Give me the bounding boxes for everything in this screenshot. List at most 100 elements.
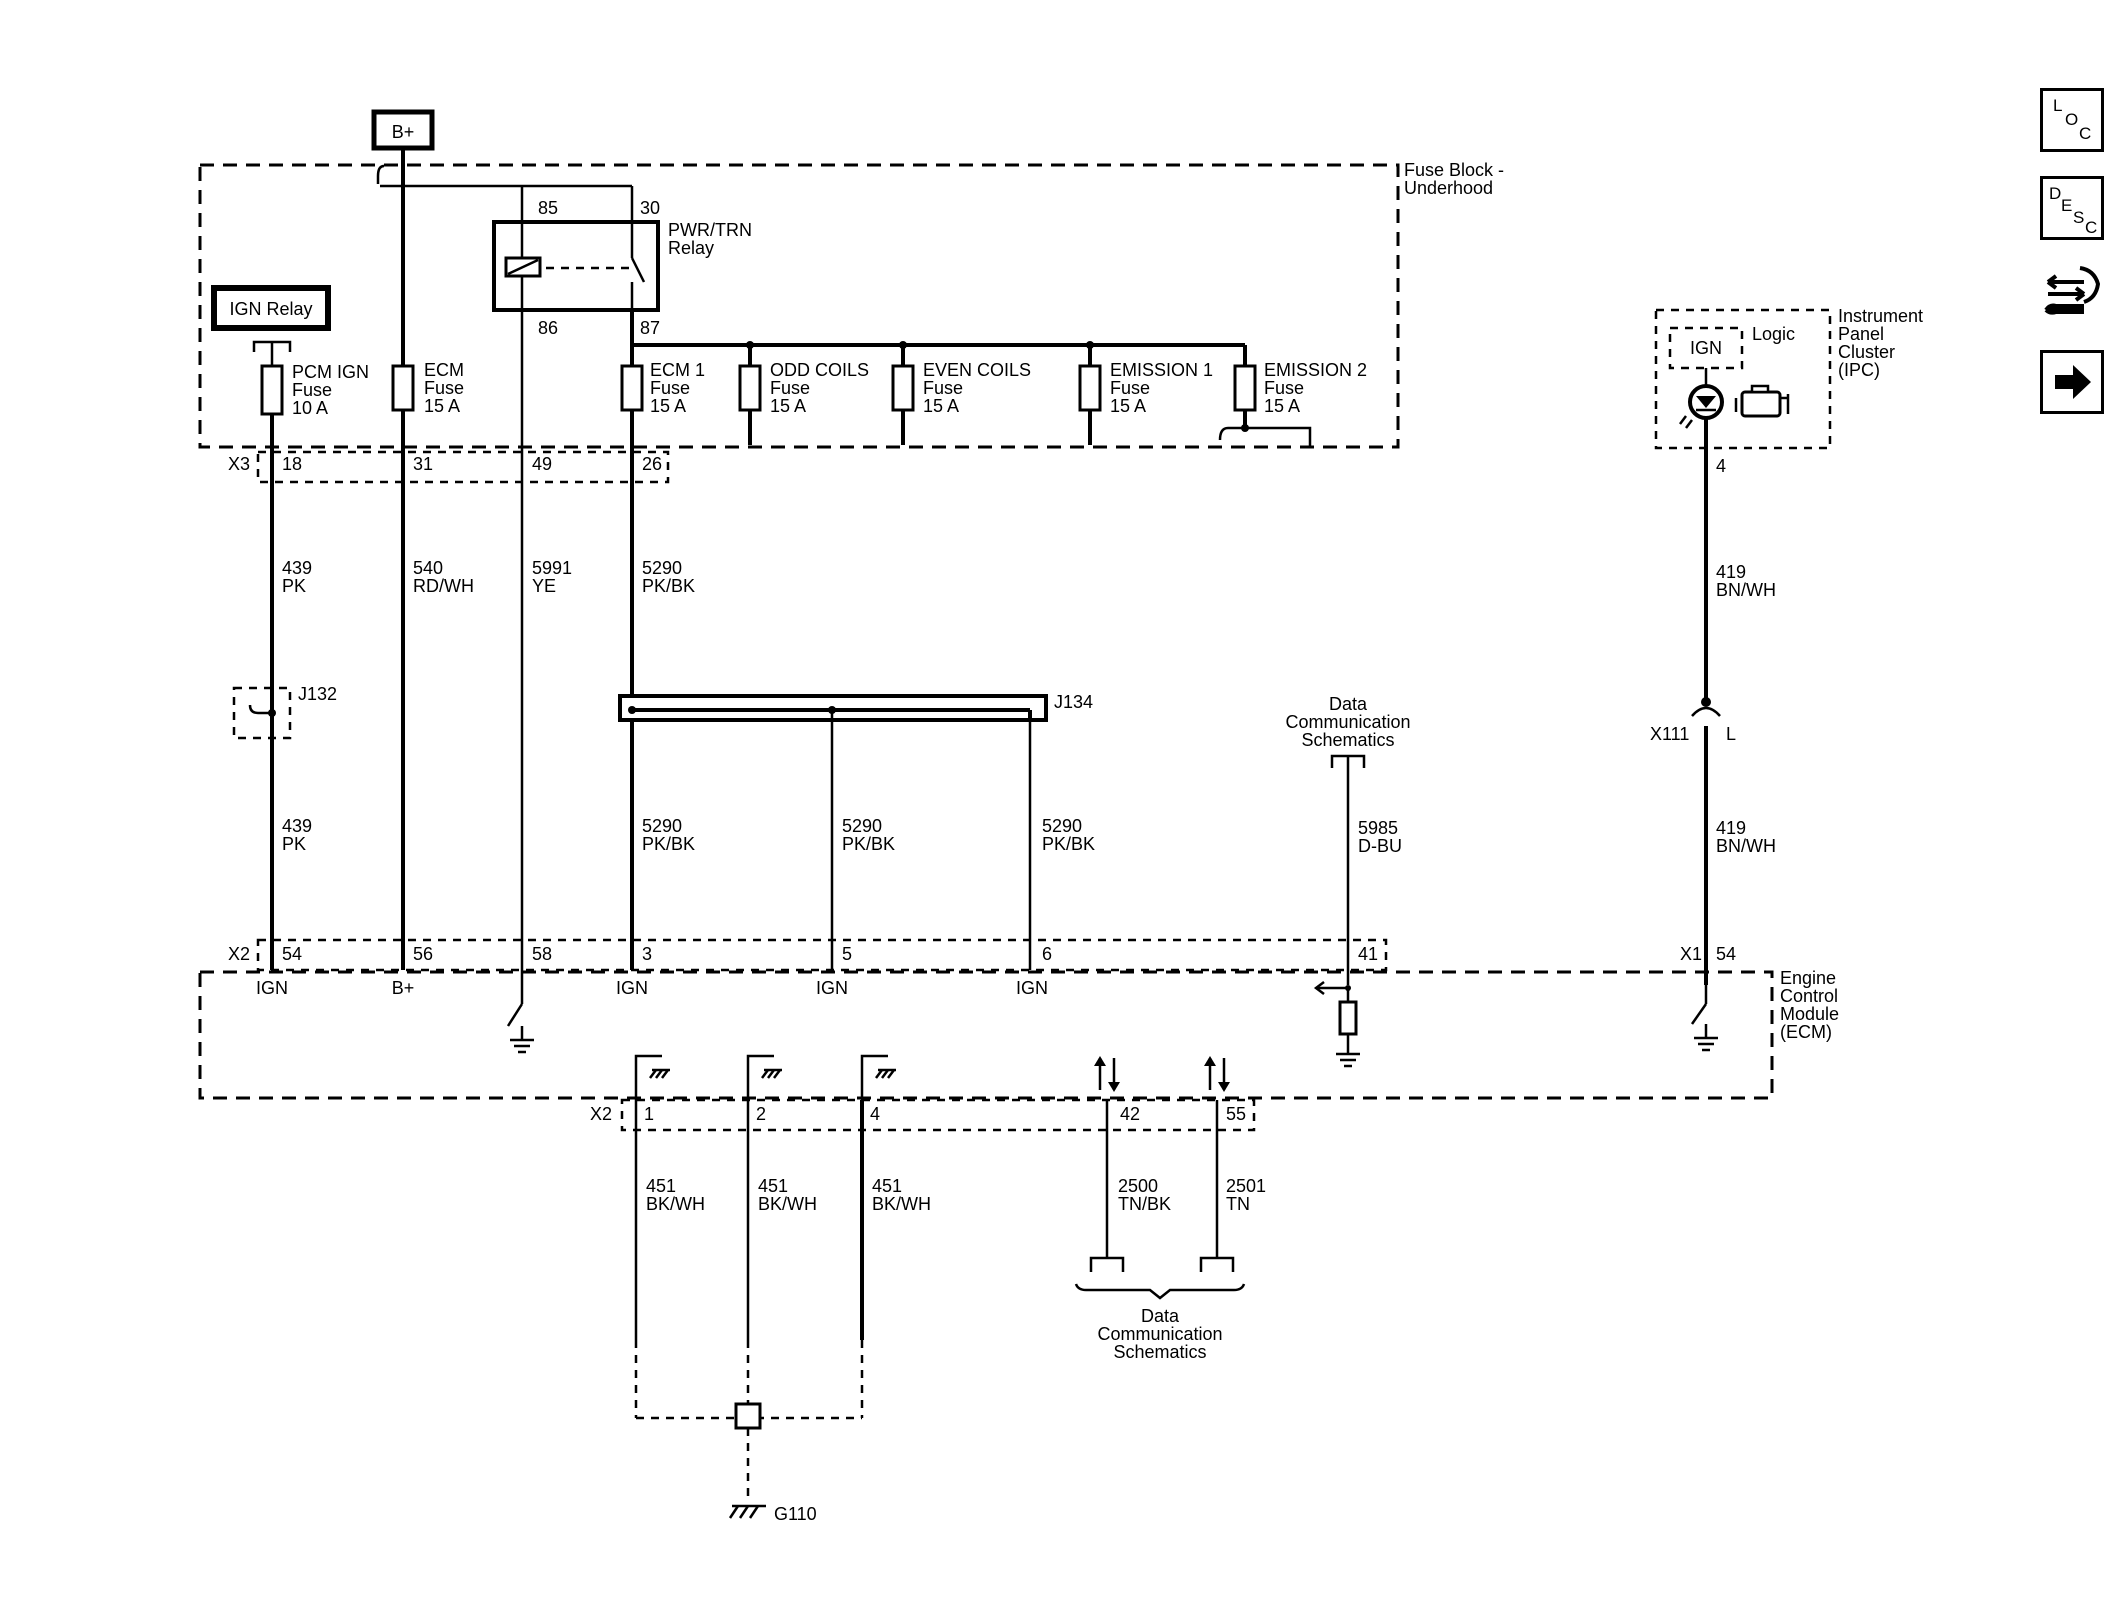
x2-pin-2: 2 bbox=[756, 1104, 766, 1124]
ipc-ign-label: IGN bbox=[1690, 338, 1722, 358]
wire-5290-a-color: PK/BK bbox=[642, 834, 695, 854]
svg-text:Fuse: Fuse bbox=[650, 378, 690, 398]
wire-5290-b-num: 5290 bbox=[842, 816, 882, 836]
svg-text:15 A: 15 A bbox=[770, 396, 806, 416]
svg-text:EMISSION 1: EMISSION 1 bbox=[1110, 360, 1213, 380]
wire-419-upper-color: BN/WH bbox=[1716, 580, 1776, 600]
x2-pin-42: 42 bbox=[1120, 1104, 1140, 1124]
j134-label: J134 bbox=[1054, 692, 1093, 712]
wire-451-c-num: 451 bbox=[872, 1176, 902, 1196]
fuse-odd-coils: ODD COILS Fuse 15 A bbox=[738, 360, 869, 416]
x2-top-connector bbox=[256, 938, 1388, 972]
wire-419-upper-num: 419 bbox=[1716, 562, 1746, 582]
pwr-relay-label: PWR/TRN bbox=[668, 220, 752, 240]
ipc-ign-box bbox=[1668, 326, 1744, 370]
svg-text:EMISSION 2: EMISSION 2 bbox=[1264, 360, 1367, 380]
ipc-label-3: Cluster bbox=[1838, 342, 1895, 362]
right-arrow-icon bbox=[2055, 365, 2091, 399]
svg-text:15 A: 15 A bbox=[1110, 396, 1146, 416]
x2-pin-5: 5 bbox=[842, 944, 852, 964]
description-button[interactable]: D E S C bbox=[2040, 176, 2104, 240]
x3-pin-18: 18 bbox=[282, 454, 302, 474]
x3-pin-49: 49 bbox=[532, 454, 552, 474]
pwr-relay-label-2: Relay bbox=[668, 238, 714, 258]
x2-pin-41: 41 bbox=[1358, 944, 1378, 964]
svg-text:IGN Relay: IGN Relay bbox=[229, 299, 312, 319]
x2-pin-54: 54 bbox=[282, 944, 302, 964]
fuse-ecm: ECM Fuse 15 A bbox=[391, 360, 464, 416]
svg-text:15 A: 15 A bbox=[923, 396, 959, 416]
ipc-label-4: (IPC) bbox=[1838, 360, 1880, 380]
data-comm-top-label-3: Schematics bbox=[1301, 730, 1394, 750]
wire-5991-color: YE bbox=[532, 576, 556, 596]
svg-text:15 A: 15 A bbox=[1264, 396, 1300, 416]
ecm-frame bbox=[198, 970, 1774, 1100]
fuse-emission-2: EMISSION 2 Fuse 15 A bbox=[1233, 360, 1367, 416]
x2-pin-6: 6 bbox=[1042, 944, 1052, 964]
ecm-label-4: (ECM) bbox=[1780, 1022, 1832, 1042]
description-icon-e: E bbox=[2061, 196, 2073, 215]
location-icon-o: O bbox=[2065, 110, 2079, 129]
wire-451-a-color: BK/WH bbox=[646, 1194, 705, 1214]
ecm-pin-ign-4: IGN bbox=[1016, 978, 1048, 998]
ipc-frame bbox=[1654, 308, 1832, 450]
fuse-block-label-2: Underhood bbox=[1404, 178, 1493, 198]
wire-451-b-num: 451 bbox=[758, 1176, 788, 1196]
data-comm-top-label: Data bbox=[1329, 694, 1368, 714]
wire-5290-num: 5290 bbox=[642, 558, 682, 578]
next-button[interactable] bbox=[2040, 350, 2104, 414]
relay-pin-85: 85 bbox=[538, 198, 558, 218]
svg-text:B+: B+ bbox=[392, 122, 415, 142]
svg-text:Fuse: Fuse bbox=[292, 380, 332, 400]
ecm-ground-switch-2 bbox=[1690, 985, 1718, 1052]
wire-439-lower-color: PK bbox=[282, 834, 306, 854]
bidirectional-data-icon bbox=[1094, 1056, 1230, 1092]
wire-5290-b-color: PK/BK bbox=[842, 834, 895, 854]
data-comm-bottom-label: Data bbox=[1141, 1306, 1180, 1326]
ipc-logic-label: Logic bbox=[1752, 324, 1795, 344]
data-comm-top-label-2: Communication bbox=[1285, 712, 1410, 732]
wire-2501-color: TN bbox=[1226, 1194, 1250, 1214]
x2-pin-3: 3 bbox=[642, 944, 652, 964]
j132-label: J132 bbox=[298, 684, 337, 704]
wire-5991-num: 5991 bbox=[532, 558, 572, 578]
x2-bottom-label: X2 bbox=[590, 1104, 612, 1124]
check-engine-icon bbox=[1734, 384, 1790, 418]
svg-text:15 A: 15 A bbox=[650, 396, 686, 416]
fuse-even-coils: EVEN COILS Fuse 15 A bbox=[891, 360, 1031, 416]
ecm-label: Engine bbox=[1780, 968, 1836, 988]
g110-label: G110 bbox=[774, 1504, 817, 1524]
wire-5290-c-color: PK/BK bbox=[1042, 834, 1095, 854]
ecm-label-3: Module bbox=[1780, 1004, 1839, 1024]
description-icon-c: C bbox=[2085, 218, 2098, 237]
relay-pin-86: 86 bbox=[538, 318, 558, 338]
wire-5290-c-num: 5290 bbox=[1042, 816, 1082, 836]
svg-text:Fuse: Fuse bbox=[770, 378, 810, 398]
svg-text:ECM 1: ECM 1 bbox=[650, 360, 705, 380]
ecm-pin-ign-3: IGN bbox=[816, 978, 848, 998]
x2-pin-1: 1 bbox=[644, 1104, 654, 1124]
svg-text:ODD COILS: ODD COILS bbox=[770, 360, 869, 380]
x2-pin-56: 56 bbox=[413, 944, 433, 964]
mil-lamp-icon bbox=[1679, 384, 1724, 429]
relay-pin-87: 87 bbox=[640, 318, 660, 338]
wire-419-lower-color: BN/WH bbox=[1716, 836, 1776, 856]
battery-positive-box: B+ bbox=[371, 109, 435, 151]
location-button[interactable]: L O C bbox=[2040, 88, 2104, 152]
wire-540-color: RD/WH bbox=[413, 576, 474, 596]
fuse-pcm-ign: PCM IGN Fuse 10 A bbox=[260, 362, 369, 418]
x2-bottom-connector bbox=[620, 1098, 1256, 1132]
x2-pin-4: 4 bbox=[870, 1104, 880, 1124]
x2-pin-58: 58 bbox=[532, 944, 552, 964]
data-comm-bottom-label-2: Communication bbox=[1097, 1324, 1222, 1344]
fuse-ecm-1: ECM 1 Fuse 15 A bbox=[620, 360, 705, 416]
wire-439-lower-num: 439 bbox=[282, 816, 312, 836]
service-button[interactable] bbox=[2040, 260, 2104, 324]
wire-439-num: 439 bbox=[282, 558, 312, 578]
ipc-label-2: Panel bbox=[1838, 324, 1884, 344]
x3-pin-26: 26 bbox=[642, 454, 662, 474]
j132-splice bbox=[232, 686, 292, 740]
wire-419-lower-num: 419 bbox=[1716, 818, 1746, 838]
